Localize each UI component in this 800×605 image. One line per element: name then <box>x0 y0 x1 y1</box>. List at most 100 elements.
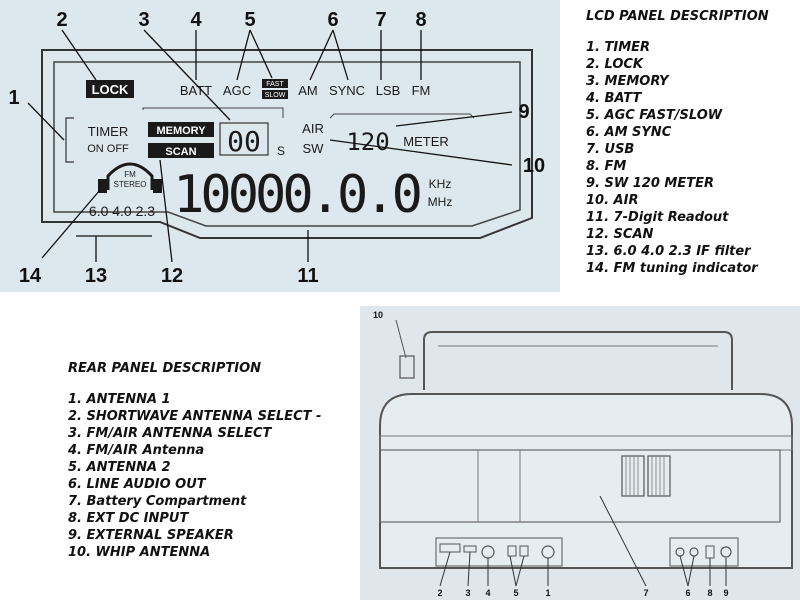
lcd-outer-frame <box>41 49 533 239</box>
fm-tuning-arc <box>106 162 154 190</box>
lcd-description-item: 9. SW 120 METER <box>586 176 714 191</box>
rear-callout-2: 2 <box>437 588 442 598</box>
memory-digits: 00 <box>227 125 261 158</box>
khz-indicator: KHz <box>429 177 452 191</box>
air-indicator: AIR <box>302 121 324 136</box>
lcd-description-item: 10. AIR <box>586 193 639 208</box>
lcd-description-title: LCD PANEL DESCRIPTION <box>586 9 769 24</box>
lcd-description-item: 12. SCAN <box>586 227 654 242</box>
rear-leader-lines <box>439 495 727 587</box>
rear-callout-3: 3 <box>465 588 470 598</box>
rear-panel-description: REAR PANEL DESCRIPTION 1. ANTENNA 1 2. S… <box>68 360 358 561</box>
rear-callout-4: 4 <box>485 588 490 598</box>
vent-grille-right <box>647 455 671 497</box>
lcd-description-item: 14. FM tuning indicator <box>586 261 758 276</box>
antenna-2-terminal-a <box>507 545 517 557</box>
scan-indicator-text: SCAN <box>165 146 196 158</box>
lcd-callout-numbers: 1 2 3 4 5 6 7 8 9 10 11 12 13 14 <box>8 9 545 287</box>
rear-callout-5: 5 <box>513 588 518 598</box>
rear-callout-7: 7 <box>643 588 648 598</box>
lcd-description-item: 11. 7-Digit Readout <box>586 210 729 225</box>
rear-callout-8: 8 <box>707 588 712 598</box>
rear-description-item: 10. WHIP ANTENNA <box>68 545 211 560</box>
lcd-description-item: 2. LOCK <box>586 57 643 72</box>
external-speaker-jack <box>720 546 732 558</box>
lcd-callout-12: 12 <box>161 265 183 287</box>
right-jack-panel <box>669 537 739 567</box>
lcd-callout-8: 8 <box>415 9 426 31</box>
sw-indicator: SW <box>303 141 325 156</box>
rear-callout-10: 10 <box>373 310 383 320</box>
memory-digit-box <box>219 122 269 156</box>
memory-indicator-text: MEMORY <box>156 125 206 137</box>
lcd-leader-lines <box>27 29 513 263</box>
lcd-callout-7: 7 <box>375 9 386 31</box>
meter-band-value: 120 <box>346 128 389 156</box>
lcd-panel-description: LCD PANEL DESCRIPTION 1. TIMER 2. LOCK 3… <box>586 8 796 277</box>
lock-indicator-text: LOCK <box>92 82 129 97</box>
rear-panel-svg: 10 2 3 4 5 1 7 6 8 9 <box>373 310 793 598</box>
rear-description-title: REAR PANEL DESCRIPTION <box>68 361 262 376</box>
lcd-panel-diagram: LOCK BATT AGC FAST SLOW AM SYNC LSB FM T… <box>0 0 560 292</box>
radio-body <box>379 393 793 569</box>
mhz-indicator: MHz <box>428 195 453 209</box>
fm-stereo-label: STEREO <box>114 180 147 189</box>
lcd-description-item: 5. AGC FAST/SLOW <box>586 108 723 123</box>
rear-panel-diagram: 10 2 3 4 5 1 7 6 8 9 <box>360 306 800 600</box>
lcd-callout-6: 6 <box>327 9 338 31</box>
agc-fast-text: FAST <box>266 81 284 88</box>
rear-callout-numbers: 10 2 3 4 5 1 7 6 8 9 <box>373 310 729 598</box>
whip-antenna-leader <box>395 319 407 359</box>
left-jack-panel <box>435 537 563 567</box>
rear-description-item: 5. ANTENNA 2 <box>68 460 171 475</box>
agc-fast-box <box>262 79 288 88</box>
lcd-description-list: 1. TIMER 2. LOCK 3. MEMORY 4. BATT 5. AG… <box>586 39 796 277</box>
rear-description-item: 9. EXTERNAL SPEAKER <box>68 528 234 543</box>
rear-description-item: 2. SHORTWAVE ANTENNA SELECT - <box>68 409 322 424</box>
lcd-callout-13: 13 <box>85 265 107 287</box>
fm-indicator: FM <box>412 83 431 98</box>
lock-indicator-box <box>86 80 134 98</box>
lcd-inner-frame <box>53 61 521 227</box>
vent-grille-lines <box>625 456 665 496</box>
rear-description-item: 6. LINE AUDIO OUT <box>68 477 206 492</box>
lcd-description-item: 3. MEMORY <box>586 74 669 89</box>
rear-callout-9: 9 <box>723 588 728 598</box>
if-filter-values: 6.0 4.0 2.3 <box>89 203 155 219</box>
lcd-callout-1: 1 <box>8 87 19 109</box>
am-indicator: AM <box>298 83 318 98</box>
fm-tuning-left-block <box>98 179 107 193</box>
rear-callout-6: 6 <box>685 588 690 598</box>
lcd-description-item: 4. BATT <box>586 91 642 106</box>
battery-compartment <box>379 449 781 523</box>
memory-indicator-box <box>148 122 214 137</box>
lcd-callout-9: 9 <box>518 101 529 123</box>
memory-s-indicator: S <box>277 144 285 158</box>
vent-grille-left <box>621 455 645 497</box>
sync-indicator: SYNC <box>329 83 365 98</box>
timer-bracket <box>65 117 74 163</box>
fm-tuning-right-block <box>153 179 162 193</box>
lcd-callout-11: 11 <box>297 265 318 287</box>
rear-description-item: 4. FM/AIR Antenna <box>68 443 205 458</box>
lcd-panel-svg: LOCK BATT AGC FAST SLOW AM SYNC LSB FM T… <box>8 9 545 287</box>
rear-description-list: 1. ANTENNA 1 2. SHORTWAVE ANTENNA SELECT… <box>68 391 358 561</box>
lcd-callout-4: 4 <box>190 9 202 31</box>
whip-antenna <box>399 355 415 379</box>
rear-description-item: 1. ANTENNA 1 <box>68 392 171 407</box>
rear-description-item: 8. EXT DC INPUT <box>68 511 189 526</box>
lcd-callout-10: 10 <box>523 155 545 177</box>
lcd-description-item: 7. USB <box>586 142 635 157</box>
agc-slow-text: SLOW <box>265 92 286 99</box>
lcd-callout-2: 2 <box>56 9 67 31</box>
meter-indicator: METER <box>403 134 449 149</box>
timer-indicator: TIMER <box>88 124 128 139</box>
lcd-description-item: 1. TIMER <box>586 40 651 55</box>
carry-handle <box>423 331 733 390</box>
meter-frame <box>329 113 475 119</box>
rear-description-item: 7. Battery Compartment <box>68 494 247 509</box>
batt-indicator: BATT <box>180 83 212 98</box>
lcd-description-item: 6. AM SYNC <box>586 125 672 140</box>
lcd-callout-3: 3 <box>138 9 149 31</box>
frequency-readout: 10000.0.0 <box>173 165 419 225</box>
